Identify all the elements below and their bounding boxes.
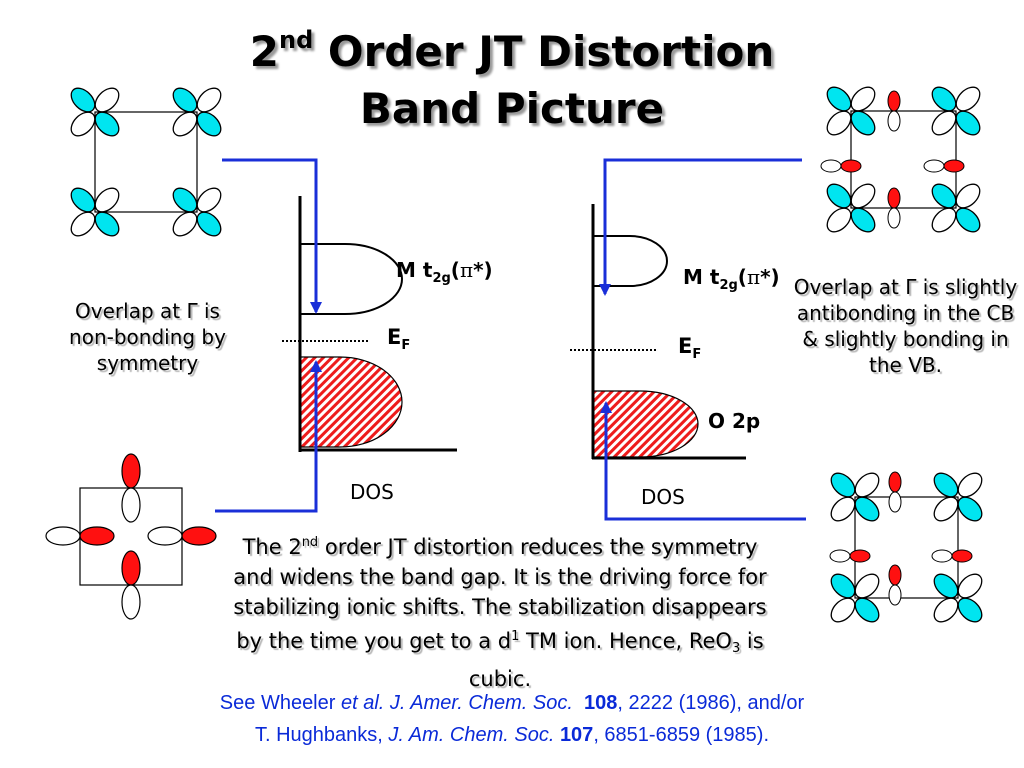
right-o2p-label: O 2p [708,409,761,433]
right-top-orbital-square [820,82,985,237]
right-bottom-orbital-square [826,468,987,627]
right-vb-arrow [600,401,806,521]
left-cb-arrow [222,158,322,314]
left-dos-label: DOS [350,480,394,504]
left-vb-arrow [215,360,322,513]
p-orbital-icon [829,549,871,563]
right-overlap-note: Overlap at Γ is slightly antibonding in … [793,275,1018,377]
left-fermi-label: EF [387,325,411,353]
p-orbital-icon [923,159,965,173]
explanation-text: The 2nd order JT distortion reduces the … [233,535,767,691]
left-dos-plot [215,158,457,513]
left-bottom-orbital-square [45,453,217,620]
reference-line-2: T. Hughbanks, J. Am. Chem. Soc. 107, 685… [254,724,769,746]
reference-line-1: See Wheeler et al. J. Amer. Chem. Soc. 1… [219,692,805,714]
right-cb-arrow [599,158,802,296]
p-orbital-icon [931,549,973,563]
p-orbital-icon [820,159,862,173]
page-subtitle: Band Picture [359,84,665,133]
right-dos-label: DOS [641,485,685,509]
right-dos-plot [570,158,806,521]
left-overlap-note: Overlap at Γ is non-bonding by symmetry [69,299,226,375]
right-band-label: M t2g(π*) [683,265,780,293]
left-band-label: M t2g(π*) [396,258,493,286]
right-fermi-label: EF [678,334,702,362]
page-title: 2nd Order JT Distortion [249,26,775,76]
p-orbital-icon [888,564,902,606]
left-top-orbital-square [66,83,226,241]
p-orbital-icon [888,471,902,513]
